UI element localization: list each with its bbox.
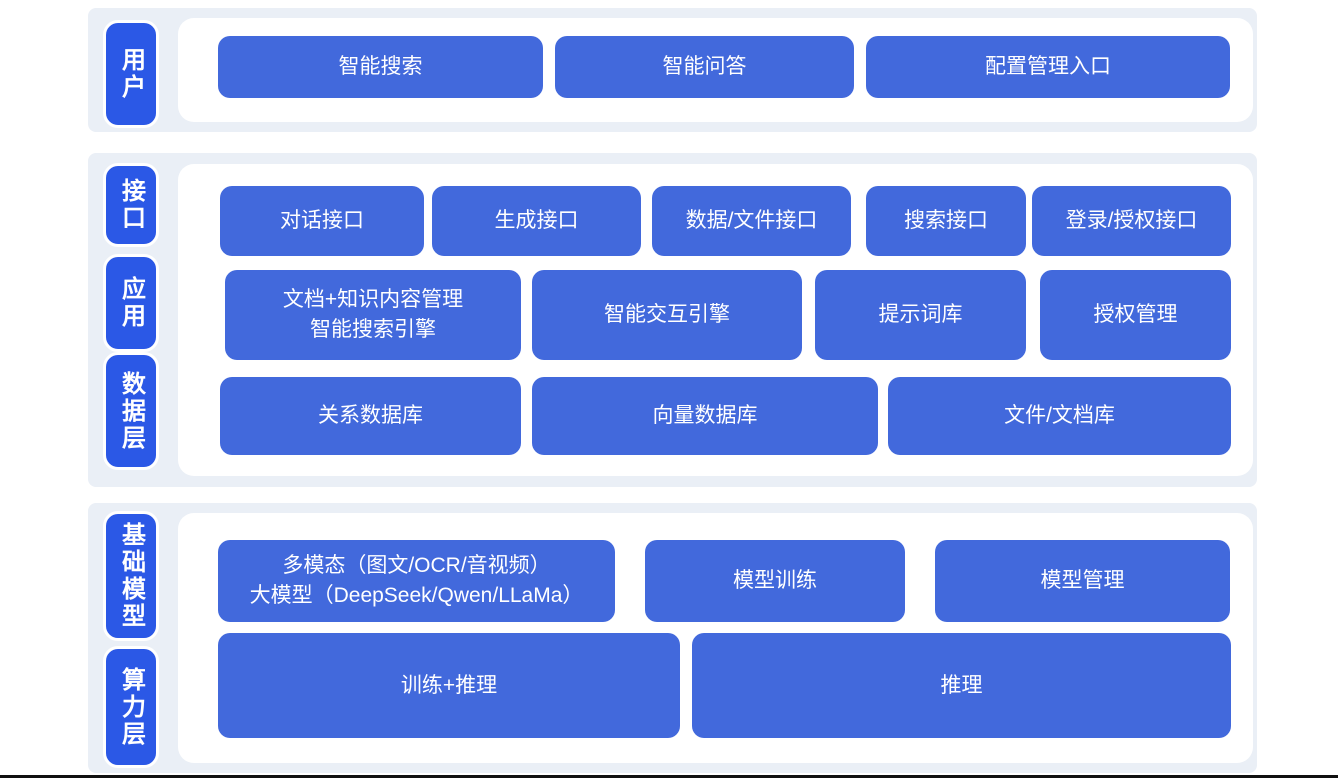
- layer-label-foundation-model-text: 基础模型: [117, 522, 145, 630]
- node-training-inference: 训练+推理: [218, 633, 680, 738]
- node-multimodal-llm: 多模态（图文/OCR/音视频） 大模型（DeepSeek/Qwen/LLaMa）: [218, 540, 615, 622]
- node-multimodal-llm-line2: 大模型（DeepSeek/Qwen/LLaMa）: [249, 584, 584, 607]
- node-model-management: 模型管理: [935, 540, 1230, 622]
- layer-label-user-text: 用户: [117, 47, 145, 101]
- panel-user-layer: 智能搜索 智能问答 配置管理入口: [178, 18, 1253, 122]
- bottom-window-edge: [0, 775, 1338, 778]
- band-foundation-layers: 基础模型 算力层 多模态（图文/OCR/音视频） 大模型（DeepSeek/Qw…: [88, 503, 1257, 773]
- node-generation-api: 生成接口: [432, 186, 641, 256]
- node-search-api: 搜索接口: [866, 186, 1026, 256]
- node-file-doc-store-label: 文件/文档库: [1004, 404, 1115, 427]
- node-relational-db: 关系数据库: [220, 377, 521, 455]
- node-prompt-library-label: 提示词库: [878, 303, 963, 326]
- node-multimodal-llm-line1: 多模态（图文/OCR/音视频）: [282, 554, 551, 577]
- layer-label-application-text: 应用: [117, 276, 145, 330]
- node-dialog-api: 对话接口: [220, 186, 424, 256]
- band-middle-layers: 接口 应用 数据层 对话接口 生成接口 数据/文件接口 搜索接口 登录/授权接口: [88, 153, 1257, 487]
- node-config-entry: 配置管理入口: [866, 36, 1230, 98]
- node-interaction-engine-label: 智能交互引擎: [604, 303, 730, 326]
- node-vector-db: 向量数据库: [532, 377, 878, 455]
- node-inference: 推理: [692, 633, 1231, 738]
- layer-label-application: 应用: [103, 254, 159, 352]
- node-model-training-label: 模型训练: [733, 569, 817, 592]
- node-vector-db-label: 向量数据库: [652, 404, 758, 427]
- node-model-management-label: 模型管理: [1040, 569, 1125, 592]
- node-inference-label: 推理: [940, 673, 983, 697]
- node-file-doc-store: 文件/文档库: [888, 377, 1231, 455]
- node-data-file-api: 数据/文件接口: [652, 186, 851, 256]
- layer-label-compute-text: 算力层: [117, 666, 145, 748]
- node-search-api-label: 搜索接口: [904, 209, 988, 232]
- node-data-file-api-label: 数据/文件接口: [685, 209, 818, 232]
- node-smart-qa: 智能问答: [555, 36, 854, 98]
- node-login-auth-api: 登录/授权接口: [1032, 186, 1231, 256]
- node-dialog-api-label: 对话接口: [280, 209, 364, 232]
- layer-label-user: 用户: [103, 20, 159, 128]
- node-doc-knowledge-search-engine: 文档+知识内容管理 智能搜索引擎: [225, 270, 521, 360]
- node-login-auth-api-label: 登录/授权接口: [1065, 209, 1198, 232]
- node-doc-knowledge-line2: 智能搜索引擎: [310, 318, 436, 341]
- layer-label-data-text: 数据层: [117, 370, 145, 452]
- node-auth-management: 授权管理: [1040, 270, 1231, 360]
- node-smart-search-label: 智能搜索: [338, 55, 423, 78]
- layer-label-foundation-model: 基础模型: [103, 511, 159, 641]
- node-doc-knowledge-line1: 文档+知识内容管理: [282, 288, 464, 311]
- node-smart-qa-label: 智能问答: [662, 55, 747, 78]
- node-smart-search: 智能搜索: [218, 36, 543, 98]
- node-model-training: 模型训练: [645, 540, 905, 622]
- layer-label-interface: 接口: [103, 163, 159, 247]
- band-user-layer: 用户 智能搜索 智能问答 配置管理入口: [88, 8, 1257, 132]
- node-relational-db-label: 关系数据库: [318, 404, 423, 427]
- node-auth-management-label: 授权管理: [1093, 303, 1178, 326]
- node-interaction-engine: 智能交互引擎: [532, 270, 802, 360]
- node-training-inference-label: 训练+推理: [400, 673, 498, 697]
- node-prompt-library: 提示词库: [815, 270, 1026, 360]
- node-config-entry-label: 配置管理入口: [985, 55, 1111, 78]
- node-generation-api-label: 生成接口: [494, 209, 579, 232]
- panel-middle-layers: 对话接口 生成接口 数据/文件接口 搜索接口 登录/授权接口 文档+知识内容管理…: [178, 164, 1253, 476]
- panel-foundation-layers: 多模态（图文/OCR/音视频） 大模型（DeepSeek/Qwen/LLaMa）…: [178, 513, 1253, 763]
- layer-label-data: 数据层: [103, 352, 159, 470]
- layer-label-compute: 算力层: [103, 646, 159, 768]
- layer-label-interface-text: 接口: [117, 178, 145, 232]
